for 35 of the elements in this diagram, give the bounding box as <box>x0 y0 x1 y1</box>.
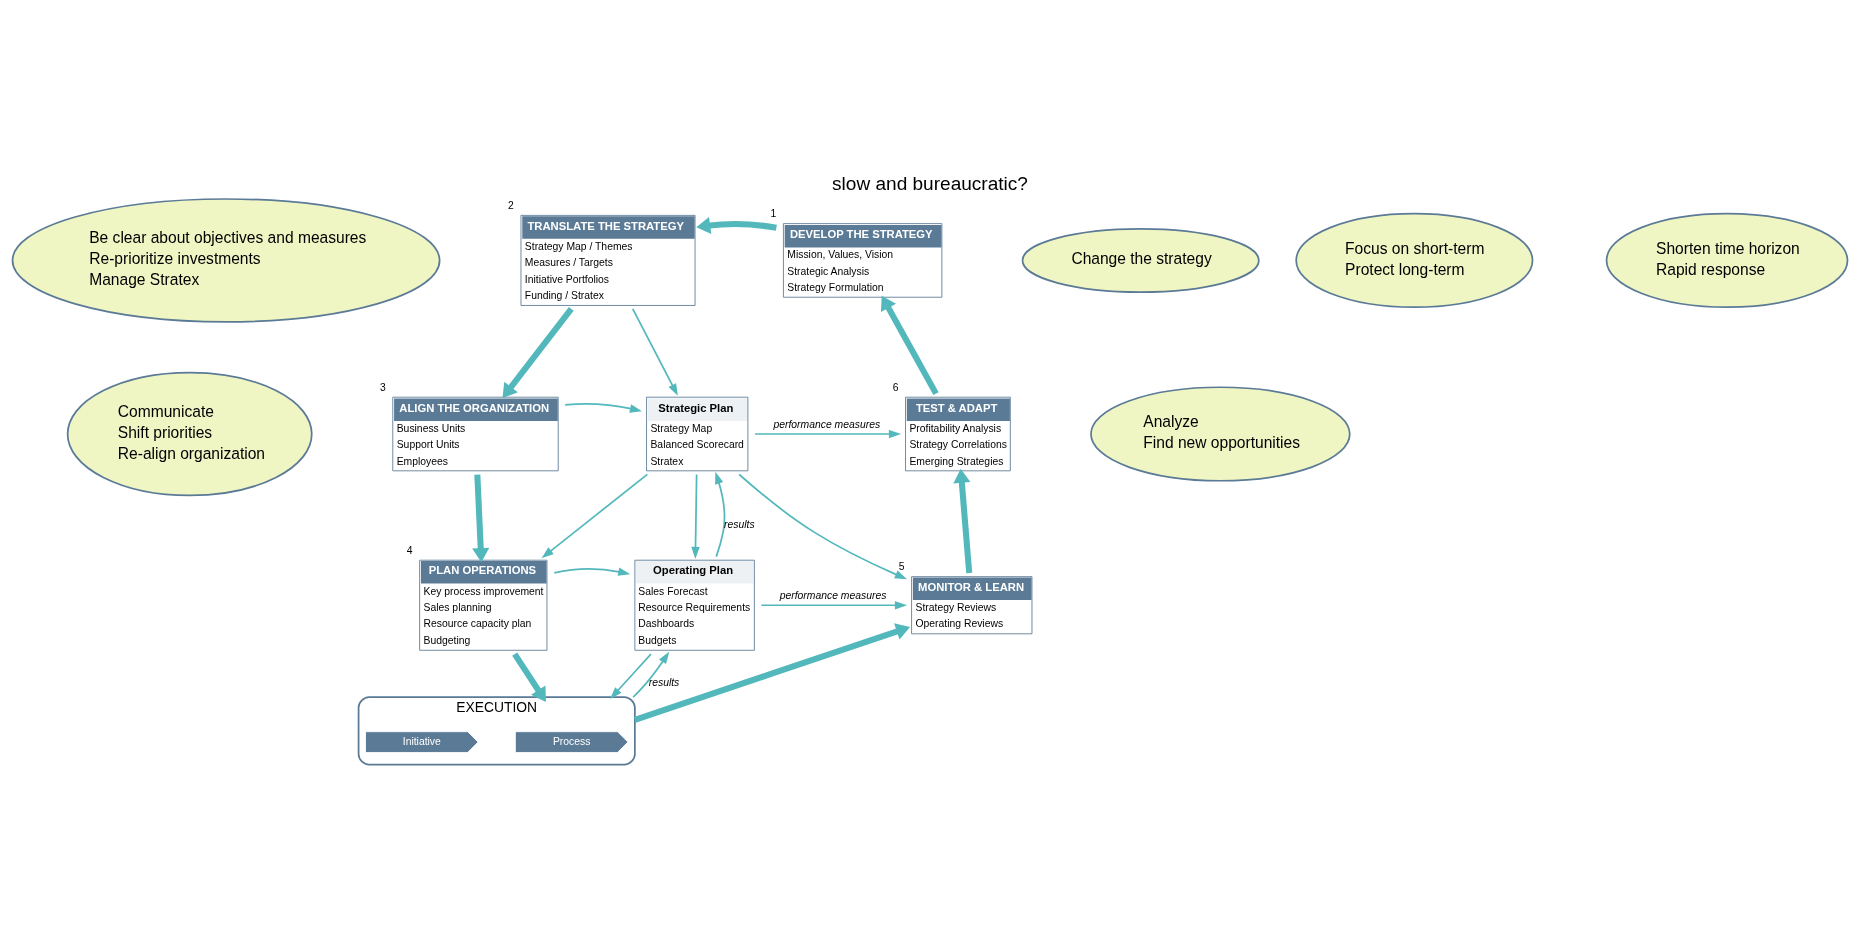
edge-label: results <box>648 677 680 689</box>
edge-label: performance measures <box>779 589 887 601</box>
node-label: 4 <box>406 544 413 556</box>
arrow <box>760 601 908 610</box>
node-ellipse: Shorten time horizon Rapid response <box>1605 212 1849 309</box>
arrow <box>754 429 902 439</box>
arrow <box>953 468 973 574</box>
node-label: 5 <box>898 561 905 573</box>
arrow <box>631 308 678 396</box>
node-ellipse: Communicate Shift priorities Re-align organization <box>66 371 313 497</box>
arrow <box>691 473 700 560</box>
node-ellipse: Focus on short-term Protect long-term <box>1295 212 1534 309</box>
node-ellipse: Change the strategy <box>1021 227 1260 293</box>
node-label: 1 <box>770 208 777 220</box>
arrow <box>564 402 642 413</box>
arrow <box>541 473 649 559</box>
arrow <box>610 653 652 699</box>
arrow <box>472 474 490 563</box>
node-ellipse: Analyze Find new opportunities <box>1090 386 1351 482</box>
arrow <box>880 295 939 396</box>
arrow <box>632 651 670 698</box>
arrow <box>512 652 546 702</box>
arrow <box>696 216 777 234</box>
node-ellipse: Be clear about objectives and measures Re-prioritize investments Manage Stratex <box>11 198 441 323</box>
diagram-title: slow and bureaucratic? <box>832 173 1028 195</box>
arrow <box>502 307 574 399</box>
node-label: 2 <box>508 199 514 211</box>
arrow <box>553 567 631 576</box>
edge-label: performance measures <box>773 418 881 430</box>
arrow <box>633 623 911 723</box>
node-label: 3 <box>379 381 386 393</box>
edge-label: results <box>724 518 755 530</box>
node-label: 6 <box>892 381 899 393</box>
arrow <box>738 473 907 580</box>
arrow <box>715 471 726 558</box>
